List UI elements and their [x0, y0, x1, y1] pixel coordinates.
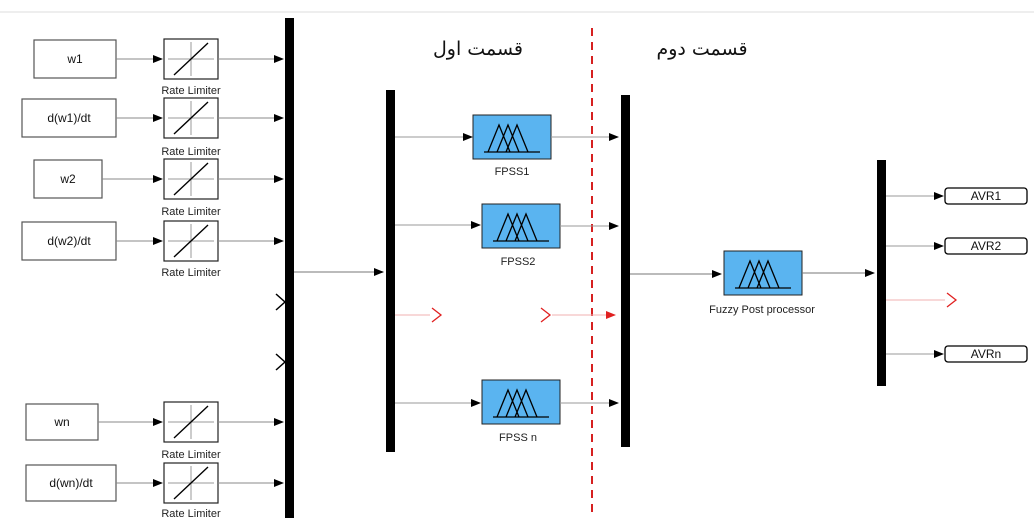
input-source-block[interactable]: d(w1)/dt — [21, 98, 117, 138]
rate-limiter-label: Rate Limiter — [161, 267, 221, 279]
rate-limiter-label: Rate Limiter — [161, 508, 221, 518]
output-avr2[interactable]: AVR2 — [944, 237, 1028, 255]
rate-limiter-block[interactable] — [163, 401, 219, 443]
fpssn-block[interactable] — [481, 379, 561, 425]
rate-limiter-label: Rate Limiter — [161, 85, 221, 97]
fpss2-label: FPSS2 — [501, 256, 536, 268]
ramp-icon — [173, 405, 209, 439]
rate-limiter-block[interactable] — [163, 158, 219, 200]
input-source-block[interactable]: d(w2)/dt — [21, 221, 117, 261]
output-avr1-label: AVR1 — [971, 189, 1002, 203]
input-source-label: w2 — [59, 172, 76, 186]
fuzzy-membership-icon — [484, 123, 540, 153]
output-avrn-label: AVRn — [971, 347, 1001, 361]
rate-limiter-label: Rate Limiter — [161, 146, 221, 158]
mux-bus-3[interactable] — [621, 95, 630, 447]
input-source-label: d(w2)/dt — [47, 234, 91, 248]
section-title-part2: قسمت دوم — [656, 38, 747, 60]
rate-limiter-label: Rate Limiter — [161, 206, 221, 218]
open-port-red-1 — [431, 307, 443, 323]
rate-limiter-block[interactable] — [163, 38, 219, 80]
output-avrn[interactable]: AVRn — [944, 345, 1028, 363]
rate-limiter-label: Rate Limiter — [161, 449, 221, 461]
fpssn-label: FPSS n — [499, 432, 537, 444]
fpss2-block[interactable] — [481, 203, 561, 249]
post-processor-label: Fuzzy Post processor — [709, 304, 815, 316]
input-source-label: wn — [53, 415, 69, 429]
rate-limiter-block[interactable] — [163, 97, 219, 139]
mux1-open-port-1 — [275, 293, 287, 311]
fuzzy-membership-icon — [493, 388, 549, 418]
input-source-block[interactable]: d(wn)/dt — [25, 464, 117, 502]
output-avr2-label: AVR2 — [971, 239, 1002, 253]
open-port-red-2 — [540, 307, 552, 323]
fuzzy-post-processor-block[interactable] — [723, 250, 803, 296]
demux-bus-4[interactable] — [877, 160, 886, 386]
open-port-red-3 — [946, 292, 958, 308]
fpss1-block[interactable] — [472, 114, 552, 160]
mux-bus-1[interactable] — [285, 18, 294, 518]
fuzzy-membership-icon — [493, 212, 549, 242]
ramp-icon — [173, 162, 209, 196]
ramp-icon — [173, 42, 209, 76]
fuzzy-membership-icon — [735, 259, 791, 289]
ramp-icon — [173, 224, 209, 258]
mux1-open-port-2 — [275, 353, 287, 371]
input-source-block[interactable]: w2 — [33, 159, 103, 199]
output-avr1[interactable]: AVR1 — [944, 187, 1028, 205]
input-source-label: d(wn)/dt — [49, 476, 93, 490]
section-title-part1: قسمت اول — [433, 38, 523, 60]
input-source-block[interactable]: wn — [25, 403, 99, 441]
input-source-block[interactable]: w1 — [33, 39, 117, 79]
input-source-label: w1 — [66, 52, 83, 66]
input-source-label: d(w1)/dt — [47, 111, 91, 125]
rate-limiter-block[interactable] — [163, 462, 219, 504]
rate-limiter-block[interactable] — [163, 220, 219, 262]
fpss1-label: FPSS1 — [495, 166, 530, 178]
ramp-icon — [173, 101, 209, 135]
ramp-icon — [173, 466, 209, 500]
demux-bus-2[interactable] — [386, 90, 395, 452]
